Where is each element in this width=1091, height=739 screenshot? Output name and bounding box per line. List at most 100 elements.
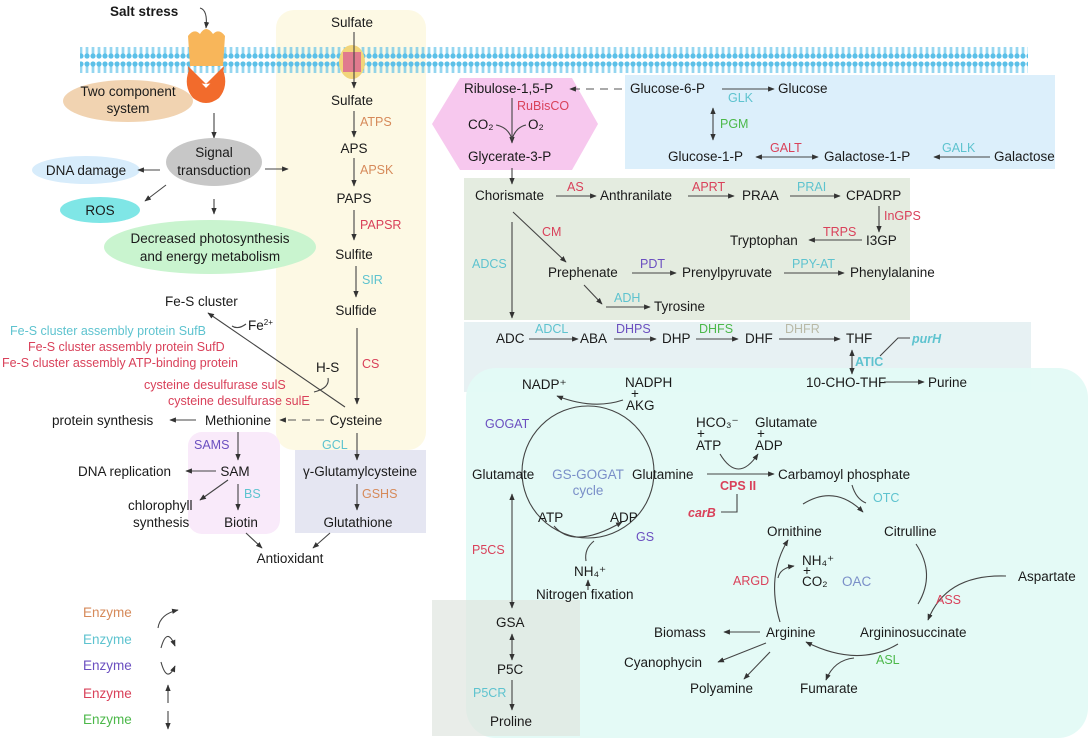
hs-label: H-S xyxy=(316,360,339,375)
argininosuccinate: Argininosuccinate xyxy=(860,625,967,640)
o2: O₂ xyxy=(528,117,544,132)
aspartate: Aspartate xyxy=(1018,569,1076,584)
legend: Enzyme Enzyme Enzyme Enzyme Enzyme xyxy=(83,605,179,730)
enzyme-aprt: APRT xyxy=(692,180,725,194)
legend-enzyme-2: Enzyme xyxy=(83,632,132,647)
cell-membrane xyxy=(80,46,1028,76)
nadp: NADP⁺ xyxy=(522,377,567,392)
glutamate: Glutamate xyxy=(472,467,534,482)
enzyme-pgm: PGM xyxy=(720,117,748,131)
enzyme-bs: BS xyxy=(244,487,261,501)
aps: APS xyxy=(340,141,367,156)
enzyme-galt: GALT xyxy=(770,141,802,155)
praa: PRAA xyxy=(742,188,779,203)
enzyme-pdt: PDT xyxy=(640,257,665,271)
phenylalanine: Phenylalanine xyxy=(850,265,935,280)
glucose-1-p: Glucose-1-P xyxy=(668,149,743,164)
signal-transduction-node xyxy=(166,138,262,186)
sulfate-transporter-icon xyxy=(339,45,365,79)
glycerate-3-p: Glycerate-3-P xyxy=(468,149,551,164)
tyrosine: Tyrosine xyxy=(654,299,705,314)
legend-enzyme-1: Enzyme xyxy=(83,605,132,620)
glutathione-region xyxy=(295,450,426,533)
dhf: DHF xyxy=(745,331,773,346)
enzyme-cs: CS xyxy=(362,357,379,371)
enzyme-adh: ADH xyxy=(614,291,640,305)
fes-cluster: Fe-S cluster xyxy=(165,294,238,309)
ribulose: Ribulose-1,5-P xyxy=(464,81,553,96)
fumarate: Fumarate xyxy=(800,681,858,696)
glutamate-2: Glutamate xyxy=(755,415,817,430)
legend-symbol-u-arrow xyxy=(160,661,176,675)
aba: ABA xyxy=(580,331,607,346)
thf: THF xyxy=(846,331,872,346)
enzyme-sule: cysteine desulfurase sulE xyxy=(168,394,310,408)
signal-label-1: Signal xyxy=(195,145,233,160)
enzyme-sir: SIR xyxy=(362,273,383,287)
purine: Purine xyxy=(928,375,967,390)
gs-gogat-cycle-circle xyxy=(521,405,655,539)
enzyme-apsk: APSK xyxy=(360,163,394,177)
dhp: DHP xyxy=(662,331,691,346)
enzyme-papsr: PAPSR xyxy=(360,218,401,232)
enzyme-ppy-at: PPY-AT xyxy=(792,257,835,271)
enzyme-gs: GS xyxy=(636,530,654,544)
prephenate: Prephenate xyxy=(548,265,618,280)
antioxidant: Antioxidant xyxy=(257,551,324,566)
enzyme-trps: TRPS xyxy=(823,225,856,239)
biomass: Biomass xyxy=(654,625,706,640)
plus-1: + xyxy=(631,386,639,401)
nadph: NADPH xyxy=(625,375,672,390)
methionine: Methionine xyxy=(205,413,271,428)
biotin: Biotin xyxy=(224,515,258,530)
plus-2: + xyxy=(697,426,705,441)
signal-label-2: transduction xyxy=(177,163,251,178)
plus-4: + xyxy=(803,563,811,578)
enzyme-suls: cysteine desulfurase sulS xyxy=(144,378,286,392)
protein-synthesis: protein synthesis xyxy=(52,413,154,428)
enzyme-asl: ASL xyxy=(876,653,900,667)
cycle-label-1: GS-GOGAT xyxy=(552,467,624,482)
enzyme-atp-binding: Fe-S cluster assembly ATP-binding protei… xyxy=(2,356,238,370)
adp: ADP xyxy=(610,510,638,525)
enzyme-atps: ATPS xyxy=(360,115,392,129)
aromatic-region xyxy=(464,178,910,320)
proline-region xyxy=(432,600,580,736)
enzyme-adcl: ADCL xyxy=(535,322,568,336)
nh4-2: NH₄⁺ xyxy=(802,553,834,568)
ros-label: ROS xyxy=(85,203,114,218)
sulfide: Sulfide xyxy=(335,303,376,318)
galactose: Galactose xyxy=(994,149,1055,164)
enzyme-gogat: GOGAT xyxy=(485,417,530,431)
glutamine: Glutamine xyxy=(632,467,694,482)
10-cho-thf: 10-CHO-THF xyxy=(806,375,886,390)
enzyme-galk: GALK xyxy=(942,141,976,155)
legend-enzyme-3: Enzyme xyxy=(83,658,132,673)
legend-enzyme-5: Enzyme xyxy=(83,712,132,727)
enzyme-cps2: CPS II xyxy=(720,479,756,493)
enzyme-gshs: GSHS xyxy=(362,487,397,501)
dna-replication: DNA replication xyxy=(78,464,171,479)
sulfur-region xyxy=(276,10,426,450)
citrulline: Citrulline xyxy=(884,524,937,539)
nitrogen-fixation: Nitrogen fixation xyxy=(536,587,634,602)
photo-label-2: and energy metabolism xyxy=(140,249,280,264)
plus-3: + xyxy=(757,426,765,441)
two-component-node xyxy=(63,80,193,122)
two-component-label: Two component xyxy=(80,84,176,99)
enzyme-sams: SAMS xyxy=(194,438,229,452)
atp: ATP xyxy=(538,510,563,525)
cyanophycin: Cyanophycin xyxy=(624,655,702,670)
arginine: Arginine xyxy=(766,625,816,640)
chorismate: Chorismate xyxy=(475,188,544,203)
enzyme-rubisco: RuBisCO xyxy=(517,99,569,113)
gsa: GSA xyxy=(496,615,525,630)
receptor-icon xyxy=(186,29,226,103)
enzyme-dhps: DHPS xyxy=(616,322,651,336)
sulfate-out: Sulfate xyxy=(331,15,373,30)
sulfite: Sulfite xyxy=(335,247,373,262)
enzyme-sufd: Fe-S cluster assembly protein SufD xyxy=(28,340,225,354)
enzyme-atic: ATIC xyxy=(855,355,883,369)
cycle-label-2: cycle xyxy=(573,483,604,498)
